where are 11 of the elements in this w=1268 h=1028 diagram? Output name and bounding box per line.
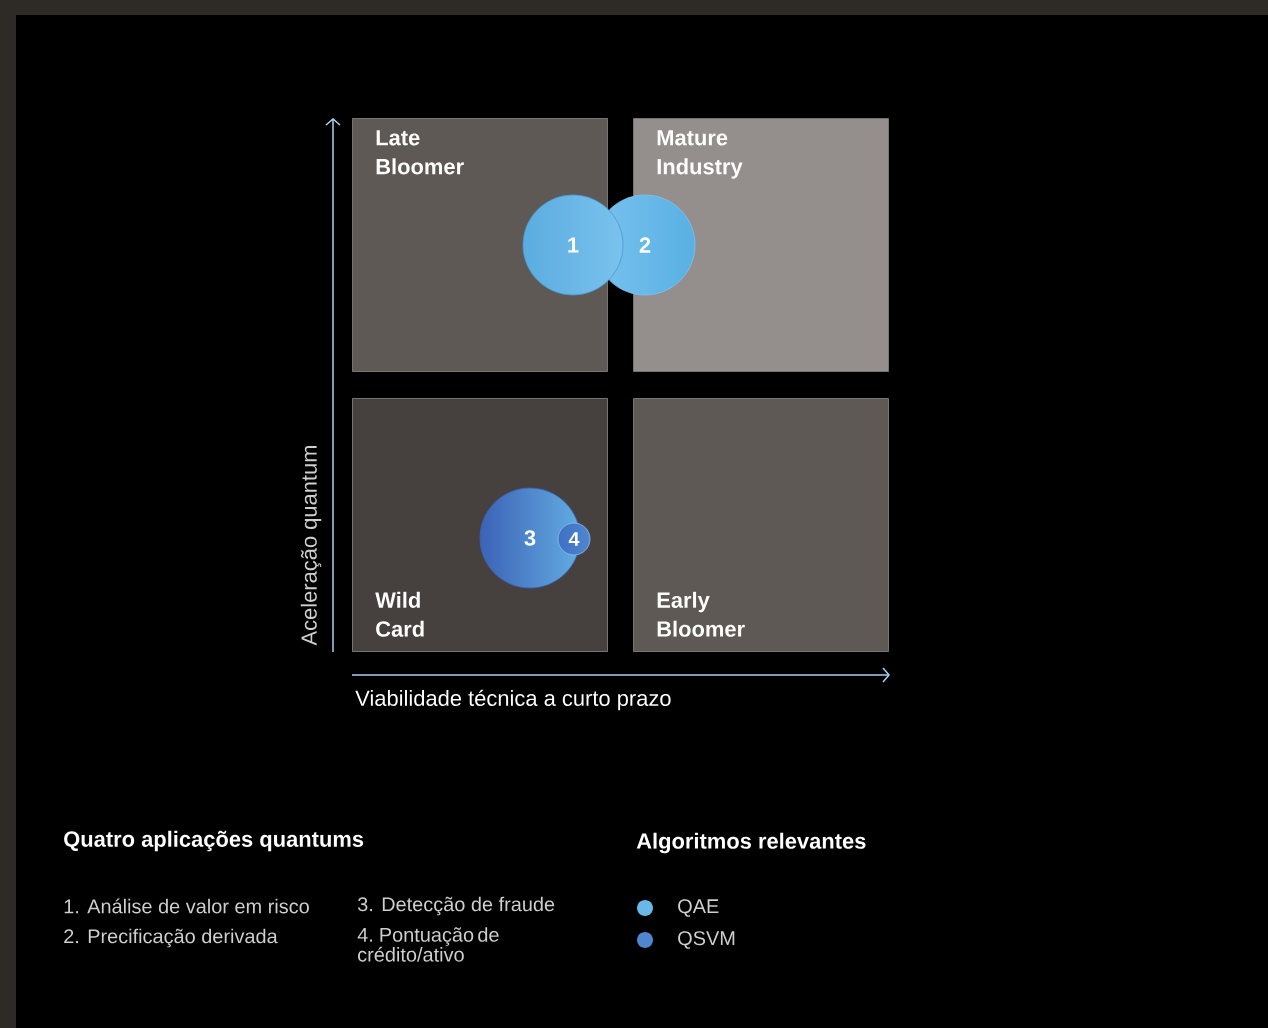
heading: Algoritmos relevantes (636, 832, 866, 854)
heading: Quatro aplicações quantums (64, 830, 364, 852)
axis-label: Viabilidade técnica a curto prazo (355, 689, 671, 711)
legend-label: QSVM (678, 931, 735, 949)
list-item: 4. Pontuação de crédito/ativo (357, 927, 499, 962)
list-item: 3. Detecção de fraude (357, 896, 555, 916)
axis-label: Aceleração quantum (300, 446, 322, 646)
list-item: 2. Precificação derivada (64, 928, 278, 948)
legend-label: QAE (678, 899, 719, 917)
list-item: 1. Análise de valor em risco (64, 898, 309, 914)
quadrant-box: Early Bloomer (633, 398, 889, 652)
